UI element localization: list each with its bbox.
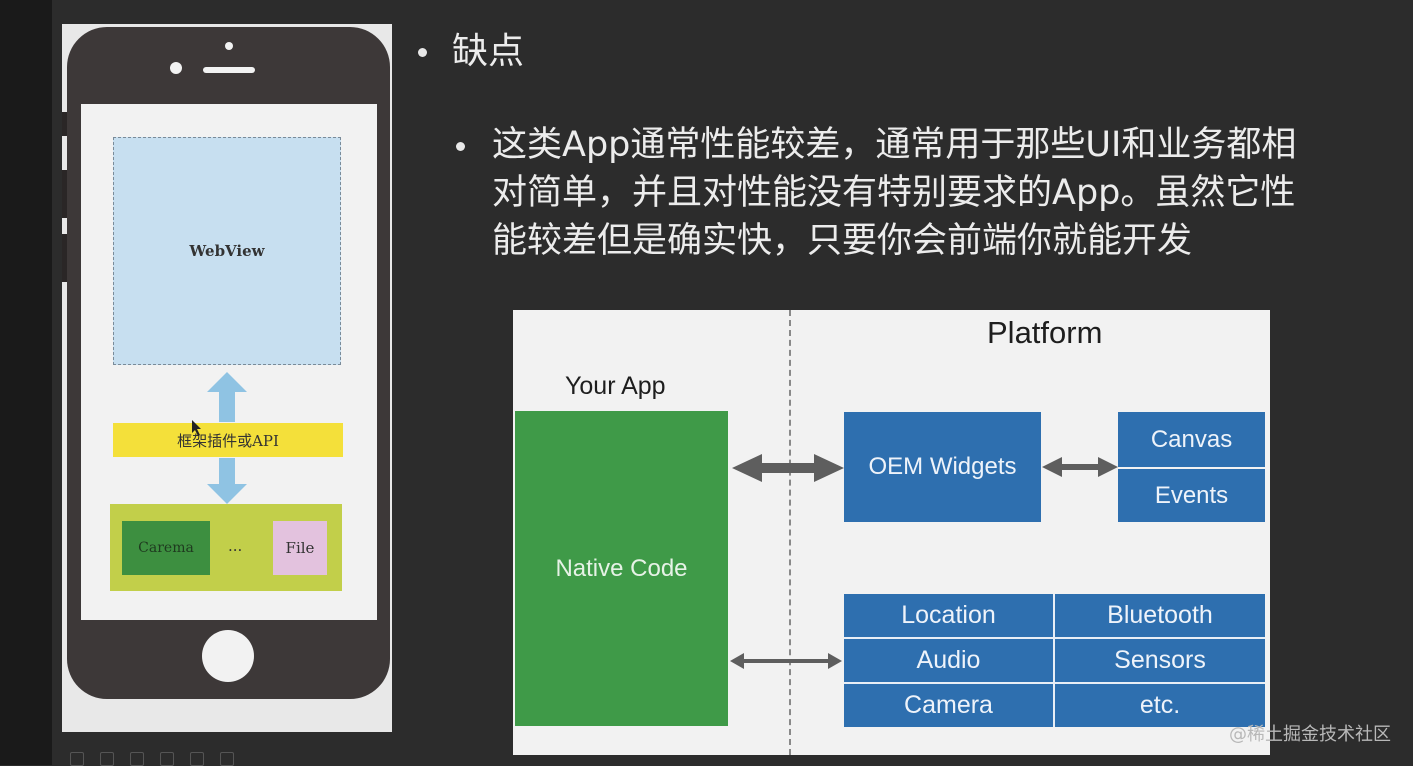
phone-side-key	[62, 112, 67, 136]
app-platform-divider	[789, 310, 791, 755]
bluetooth-cell: Bluetooth	[1107, 601, 1213, 629]
slide-heading: 缺点	[452, 31, 525, 72]
double-arrow-icon	[732, 454, 844, 482]
bidirectional-arrow-icon	[207, 372, 247, 504]
plugin-api-label: 框架插件或API	[177, 431, 279, 450]
canvas-box: Canvas	[1118, 412, 1265, 467]
watermark: @稀土掘金技术社区	[1229, 724, 1391, 745]
canvas-label: Canvas	[1150, 425, 1233, 453]
audio-cell: Audio	[916, 646, 981, 674]
double-arrow-icon	[1042, 457, 1118, 477]
edit-icon[interactable]	[70, 752, 84, 766]
webview-label: WebView	[189, 242, 265, 260]
grid-divider	[844, 637, 1265, 639]
paragraph-line: 对简单，并且对性能没有特别要求的App。虽然它性	[492, 173, 1296, 213]
plugin-api-bar: 框架插件或API	[113, 423, 343, 457]
mouse-cursor-icon	[192, 420, 201, 436]
share-icon[interactable]	[160, 752, 174, 766]
paragraph-line: 能较差但是确实快，只要你会前端你就能开发	[492, 221, 1193, 261]
camera-cell: Camera	[904, 691, 993, 719]
webview-box: WebView	[113, 137, 341, 365]
settings-icon[interactable]	[130, 752, 144, 766]
oem-widgets-label: OEM Widgets	[868, 453, 1017, 480]
slide-paragraph: 这类App通常性能较差，通常用于那些UI和业务都相 对简单，并且对性能没有特别要…	[492, 121, 1392, 265]
window-icon[interactable]	[220, 752, 234, 766]
copy-icon[interactable]	[100, 752, 114, 766]
platform-label: Platform	[987, 315, 1103, 350]
events-label: Events	[1154, 481, 1229, 509]
oem-widgets-box: OEM Widgets	[844, 412, 1041, 522]
camera-api-label: Carema	[138, 540, 194, 556]
your-app-label: Your App	[565, 372, 666, 400]
phone-side-key	[62, 170, 67, 218]
native-code-box: Native Code	[515, 411, 728, 726]
paragraph-line: 这类App通常性能较差，通常用于那些UI和业务都相	[492, 125, 1297, 165]
grid-divider	[1053, 594, 1055, 727]
heading-bullet	[418, 48, 427, 57]
phone-side-key	[62, 234, 67, 282]
etc-cell: etc.	[1139, 691, 1181, 719]
paragraph-bullet	[456, 142, 465, 151]
grid-divider	[844, 682, 1265, 684]
location-cell: Location	[901, 601, 996, 629]
phone-camera-dot	[225, 42, 233, 50]
native-code-label: Native Code	[555, 554, 688, 582]
play-icon[interactable]	[190, 752, 204, 766]
phone-sensor-dot	[170, 62, 182, 74]
ellipsis-text: ...	[228, 537, 243, 555]
platform-services-grid: Location Bluetooth Audio Sensors Camera …	[844, 594, 1265, 727]
left-edge-bar	[0, 0, 52, 765]
camera-api-box: Carema	[122, 521, 210, 575]
double-arrow-icon	[730, 653, 842, 669]
sensors-cell: Sensors	[1114, 646, 1206, 674]
events-box: Events	[1118, 469, 1265, 522]
file-api-box: File	[273, 521, 327, 575]
file-api-label: File	[285, 539, 315, 557]
phone-speaker	[203, 67, 255, 73]
phone-home-button	[202, 630, 254, 682]
